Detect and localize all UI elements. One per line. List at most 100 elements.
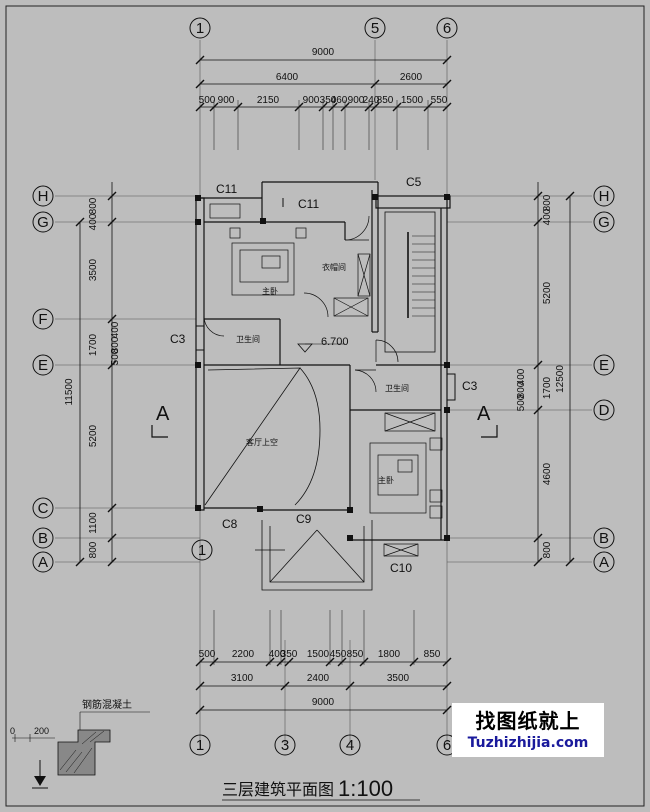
dim-left-1: 400 <box>88 213 99 230</box>
window-label-C5-2: C5 <box>406 175 422 189</box>
axis-interior-mark-circle <box>191 539 213 561</box>
axis-bottom-3-circle <box>274 734 296 756</box>
axis-right-H-circle <box>593 185 615 207</box>
axis-top-1: 1 <box>189 17 211 39</box>
dim-right-1: 400 <box>542 208 553 225</box>
dim-top-row3-8: 850 <box>377 95 394 106</box>
dim-top-total: 9000 <box>312 47 335 58</box>
axis-right-G: G <box>593 211 615 233</box>
axis-right-B-circle <box>593 527 615 549</box>
material-label: 钢筋混凝土 <box>82 698 132 711</box>
axis-right-G-label: G <box>598 214 610 231</box>
window-label-C10-7: C10 <box>390 561 412 575</box>
axis-bottom-1-label: 1 <box>196 737 204 754</box>
window-label-C8-5: C8 <box>222 517 238 531</box>
columns <box>195 194 450 541</box>
axis-top-6: 6 <box>436 17 458 39</box>
dim-right-5: 400 <box>516 368 527 385</box>
dim-left-7: 5200 <box>88 424 99 447</box>
axis-interior-mark: 1 <box>191 539 213 561</box>
axis-right-A-circle <box>593 551 615 573</box>
axis-bottom-4-circle <box>339 734 361 756</box>
dim-top-2600: 2600 <box>400 72 423 83</box>
window-label-C11-1: C11 <box>298 197 319 211</box>
room-label-4: 卫生间 <box>385 383 409 393</box>
annotation-texts: 9000 6400 2600 <box>276 47 423 83</box>
dim-right-4: 800 <box>516 381 527 398</box>
axis-right-A: A <box>593 551 615 573</box>
axis-bottom-4: 4 <box>339 734 361 756</box>
dim-bottom-total: 9000 <box>312 697 335 708</box>
axis-right-E-label: E <box>599 357 609 374</box>
axis-top-6-label: 6 <box>443 20 451 37</box>
axis-left-F-label: F <box>38 311 47 328</box>
doors <box>203 215 399 393</box>
living-void <box>204 367 321 506</box>
axis-right-G-circle <box>593 211 615 233</box>
dim-top-row3-6: 900 <box>348 95 365 106</box>
axis-left-A-label: A <box>38 554 48 571</box>
axis-left-C-circle <box>32 497 54 519</box>
dim-left-8: 1100 <box>88 512 99 534</box>
axis-right-A-label: A <box>599 554 609 571</box>
axis-left-H-label: H <box>38 188 49 205</box>
axis-top-1-circle <box>189 17 211 39</box>
room-label-3: 客厅上空 <box>246 437 278 447</box>
dim-left-4: 500 <box>110 348 121 365</box>
window-marks <box>195 198 456 401</box>
axis-left-G-label: G <box>37 214 49 231</box>
dim-right-0: 800 <box>542 194 553 211</box>
dim-bottom-row1-1: 2200 <box>232 649 255 660</box>
axis-top-6-circle <box>436 17 458 39</box>
axis-left-E-circle <box>32 354 54 376</box>
dim-left-total: 11500 <box>64 378 75 406</box>
axis-right-E-circle <box>593 354 615 376</box>
dim-bottom-row1-7: 1800 <box>378 649 401 660</box>
furniture <box>209 203 443 557</box>
dim-left-9: 800 <box>88 541 99 558</box>
watermark-logo: 找图纸就上 Tuzhizhijia.com <box>452 703 604 757</box>
section-mark-right: A <box>477 403 491 425</box>
drawing-frame <box>5 5 645 807</box>
dim-left-6: 400 <box>110 321 121 338</box>
axis-top-5-circle <box>364 17 386 39</box>
axis-bottom-3-label: 3 <box>281 737 289 754</box>
room-label-0: 衣帽间 <box>322 262 346 272</box>
axis-left-G-circle <box>32 211 54 233</box>
dim-top-row3-1: 900 <box>218 95 235 106</box>
dim-left-0: 800 <box>88 197 99 214</box>
staircase <box>384 211 436 353</box>
window-label-C11-0: C11 <box>216 182 237 196</box>
axis-right-D-circle <box>593 399 615 421</box>
axis-bottom-6-label: 6 <box>443 737 451 754</box>
dim-top-row3-9: 1500 <box>401 95 424 106</box>
axis-left-C: C <box>32 497 54 519</box>
scale-200: 200 <box>34 726 49 736</box>
axis-right-H: H <box>593 185 615 207</box>
dim-right-3: 500 <box>516 394 527 411</box>
dim-right-6: 1700 <box>542 376 553 399</box>
dim-bottom-row2-2: 3500 <box>387 673 410 684</box>
axis-left-H: H <box>32 185 54 207</box>
axis-grid <box>55 40 592 745</box>
axis-left-E: E <box>32 354 54 376</box>
top-dimension-lines <box>195 55 452 150</box>
dim-bottom-row1-2: 400 <box>269 649 286 660</box>
axis-right-E: E <box>593 354 615 376</box>
scale-zero: 0 <box>10 726 15 736</box>
brand-url: Tuzhizhijia.com <box>467 735 589 751</box>
elevation-symbol <box>297 343 313 353</box>
dim-right-8: 800 <box>542 541 553 558</box>
axis-left-C-label: C <box>38 500 49 517</box>
room-label-2: 卫生间 <box>236 334 260 344</box>
axis-left-A: A <box>32 551 54 573</box>
axis-bottom-4-label: 4 <box>346 737 354 754</box>
dim-right-2: 5200 <box>542 281 553 304</box>
elevation-value: 6.700 <box>321 336 349 348</box>
axis-left-B-circle <box>32 527 54 549</box>
axis-left-E-label: E <box>38 357 48 374</box>
axis-left-B-label: B <box>38 530 48 547</box>
dim-right-7: 4600 <box>542 462 553 485</box>
axis-bottom-1-circle <box>189 734 211 756</box>
